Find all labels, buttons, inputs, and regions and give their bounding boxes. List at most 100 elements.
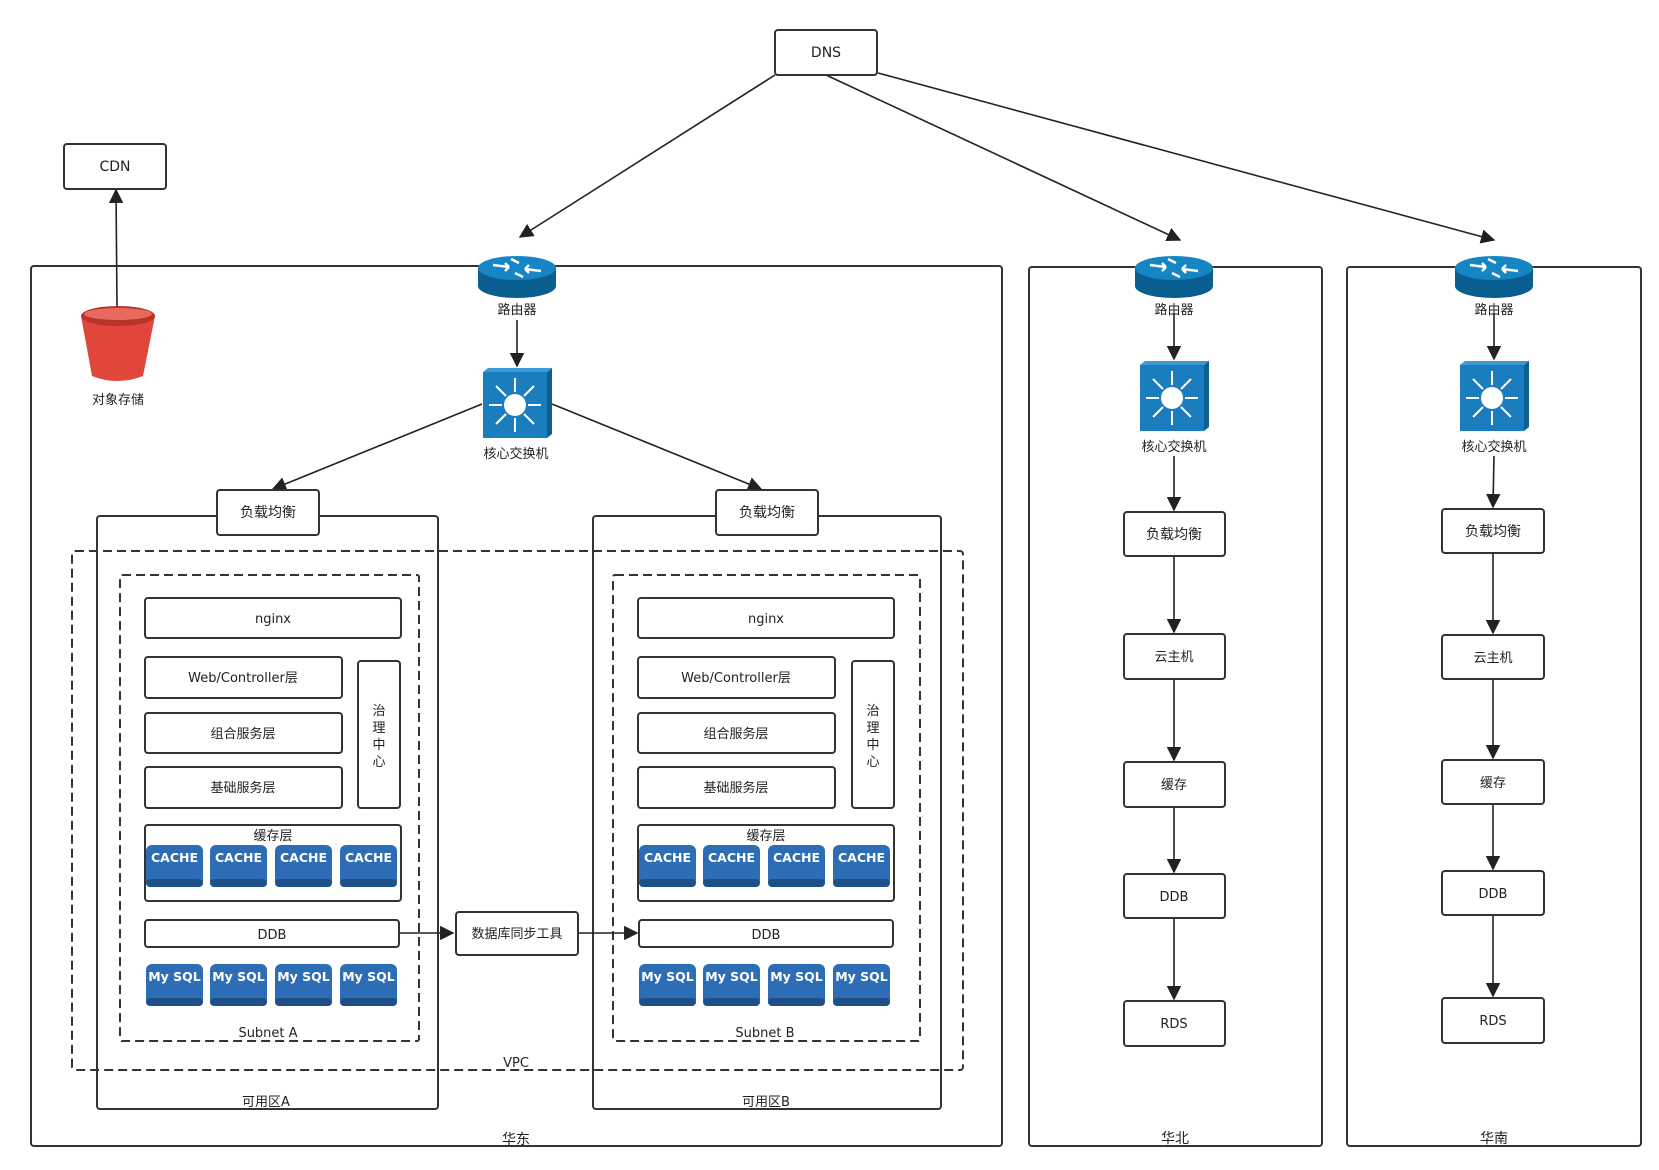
zone-a-label: 可用区A [242,1095,290,1110]
mysql-chip-b-2: My SQL [703,964,760,1006]
north-rds [1123,1000,1226,1047]
load-balancer-a-label: 负载均衡 [240,505,296,521]
mysql-chip-b-label: My SQL [770,969,823,984]
composite-layer-a-label: 组合服务层 [210,726,275,742]
north-cache-label: 缓存 [1161,778,1187,793]
core-switch-icon [1140,361,1209,431]
cache-chip-b-label: CACHE [644,850,691,865]
north-cache [1123,761,1226,808]
base-layer-b [637,766,836,809]
cache-chip-b-3: CACHE [768,845,825,887]
region-east-label: 华东 [502,1132,530,1148]
edge-south-switch-lb [1486,455,1501,509]
web-layer-b [637,656,836,699]
region-south-label: 华南 [1480,1131,1508,1147]
mysql-chip-a-label: My SQL [148,969,201,984]
composite-layer-b [637,712,836,754]
switch-east-label: 核心交换机 [483,446,548,462]
load-balancer-b [715,489,819,536]
composite-layer-a [144,712,343,754]
mysql-chip-b-label: My SQL [705,969,758,984]
edge-switch-lb-a [271,403,483,491]
north-load-balancer [1123,511,1226,557]
router-south-label: 路由器 [1474,302,1513,318]
mysql-chip-b-3: My SQL [768,964,825,1006]
core-switch-icon [483,368,552,438]
governance-a-char-2: 理 [372,721,385,736]
cache-chip-a-label: CACHE [345,850,392,865]
nginx-b [637,597,895,639]
cache-layer-a [144,824,402,902]
cache-chip-b-2: CACHE [703,845,760,887]
object-storage-bucket-icon [81,306,155,381]
cdn-node [63,143,167,190]
nginx-b-label: nginx [748,612,784,627]
south-rds [1441,997,1545,1044]
mysql-chip-a-2: My SQL [210,964,267,1006]
south-cloud-host-label: 云主机 [1473,651,1512,666]
region-north-label: 华北 [1161,1131,1189,1147]
north-cloud-host [1123,633,1226,680]
router-icon [478,256,556,298]
mysql-chip-a-4: My SQL [340,964,397,1006]
core-switch-icon [1460,361,1529,431]
router-icon [1455,256,1533,298]
north-load-balancer-label: 负载均衡 [1146,527,1202,543]
cache-chip-a-1: CACHE [146,845,203,887]
south-load-balancer [1441,508,1545,554]
north-rds-label: RDS [1160,1017,1187,1032]
db-sync-tool-label: 数据库同步工具 [471,926,562,942]
dns-label: DNS [811,45,841,61]
base-layer-a [144,766,343,809]
south-ddb-label: DDB [1479,887,1508,902]
south-cache [1441,759,1545,805]
web-layer-a-label: Web/Controller层 [188,671,298,686]
dns-node [774,29,878,76]
mysql-chip-b-label: My SQL [835,969,888,984]
mysql-chip-a-1: My SQL [146,964,203,1006]
north-ddb [1123,873,1226,919]
cache-chip-b-label: CACHE [773,850,820,865]
governance-center-a [357,660,401,809]
zone-b-label: 可用区B [742,1095,790,1110]
cache-chip-a-4: CACHE [340,845,397,887]
south-ddb [1441,870,1545,916]
cache-chip-a-label: CACHE [215,850,262,865]
cache-layer-a-label: 缓存层 [253,829,292,844]
mysql-chip-b-label: My SQL [641,969,694,984]
mysql-chip-a-label: My SQL [342,969,395,984]
cache-layer-b [637,824,895,902]
governance-b-char-2: 理 [866,721,879,736]
switch-south-label: 核心交换机 [1461,439,1526,455]
cache-chip-a-label: CACHE [151,850,198,865]
mysql-chip-a-label: My SQL [277,969,330,984]
cache-chip-a-3: CACHE [275,845,332,887]
governance-center-b [851,660,895,809]
composite-layer-b-label: 组合服务层 [703,726,768,742]
edge-dns-router-east [518,74,776,238]
ddb-a-label: DDB [258,928,287,943]
load-balancer-a [216,489,320,536]
load-balancer-b-label: 负载均衡 [739,505,795,521]
ddb-a [144,919,400,948]
ddb-b [638,919,894,948]
base-layer-b-label: 基础服务层 [703,780,768,796]
governance-a-char-4: 心 [372,755,385,770]
subnet-b-label: Subnet B [735,1026,794,1041]
south-cache-label: 缓存 [1480,776,1506,791]
south-load-balancer-label: 负载均衡 [1465,524,1521,540]
governance-b-char-4: 心 [866,755,879,770]
edges [108,72,1502,1001]
ddb-b-label: DDB [752,928,781,943]
subnet-a [119,574,420,1042]
mysql-chip-b-4: My SQL [833,964,890,1006]
switch-north-label: 核心交换机 [1141,439,1206,455]
nginx-a-label: nginx [255,612,291,627]
north-cloud-host-label: 云主机 [1154,650,1193,665]
web-layer-a [144,656,343,699]
cache-chip-b-label: CACHE [708,850,755,865]
db-sync-tool [455,911,579,956]
cache-chip-a-label: CACHE [280,850,327,865]
